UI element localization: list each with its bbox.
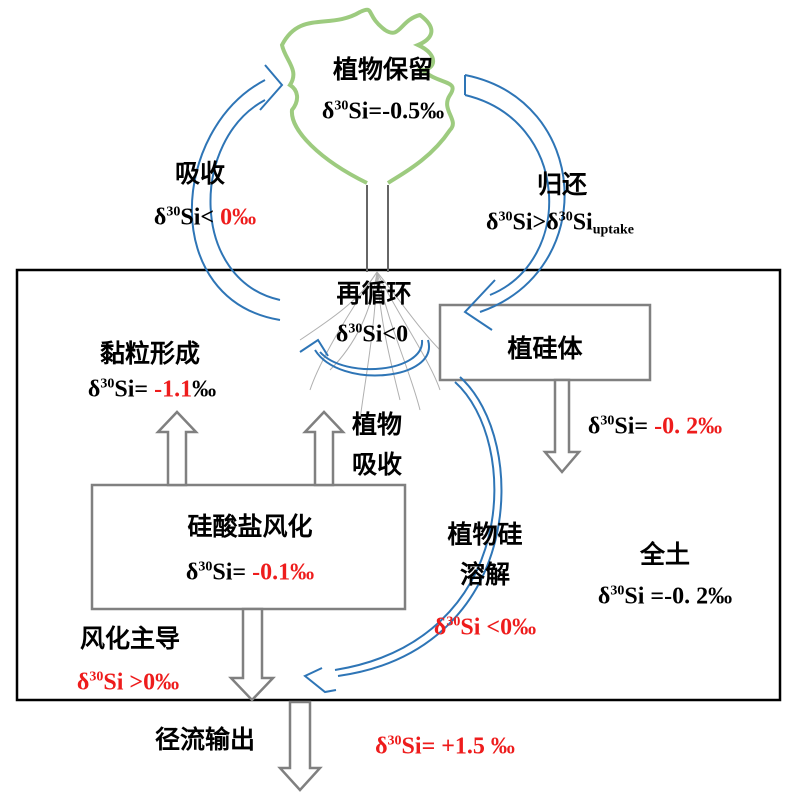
delta-symbol: δ bbox=[335, 321, 349, 348]
clay-value: -1.1 bbox=[154, 376, 193, 403]
whole-soil-formula: δ30Si =-0. 2‰ bbox=[598, 584, 732, 611]
arrow-up-plant-uptake bbox=[302, 410, 346, 487]
arrow-down-weathering bbox=[228, 607, 276, 702]
operator: = bbox=[134, 376, 155, 403]
uptake-arrow bbox=[190, 64, 284, 321]
si-symbol: Si bbox=[212, 559, 233, 586]
si-symbol: Si bbox=[348, 98, 369, 125]
dissolution-arrow bbox=[303, 376, 503, 694]
delta-symbol: δ bbox=[597, 583, 611, 610]
operator: > bbox=[532, 209, 547, 236]
delta-symbol: δ bbox=[546, 209, 559, 236]
recycle-arrow bbox=[299, 338, 430, 377]
phytolith-title: 植硅体 bbox=[507, 334, 583, 363]
plant-retention-title: 植物保留 bbox=[332, 55, 434, 84]
delta-symbol: δ bbox=[87, 376, 101, 403]
isotope-number: 30 bbox=[558, 209, 573, 225]
soil-box bbox=[15, 268, 782, 702]
delta-symbol: δ bbox=[185, 559, 199, 586]
recycle-title: 再循环 bbox=[336, 279, 412, 308]
plant-uptake-label: 植物吸收 bbox=[352, 405, 402, 485]
phytolith-value: -0. 2‰ bbox=[654, 413, 723, 440]
delta-symbol: δ bbox=[321, 98, 335, 125]
uptake-value: 0‰ bbox=[220, 204, 257, 231]
runoff-formula: δ30Si= +1.5 ‰ bbox=[375, 734, 515, 761]
delta-symbol: δ bbox=[587, 413, 601, 440]
whole-soil-title: 全土 bbox=[639, 540, 691, 569]
clay-formation-title: 黏粒形成 bbox=[99, 339, 201, 368]
plant-retention-value: =-0.5‰ bbox=[368, 98, 445, 125]
si-symbol: Si bbox=[103, 669, 124, 696]
weathering-dominant-value: >0‰ bbox=[123, 669, 180, 696]
delta-symbol: δ bbox=[375, 733, 388, 760]
si-symbol: Si bbox=[180, 204, 201, 231]
return-formula: δ30Si>δ30Siuptake bbox=[486, 209, 634, 238]
plant-si-dissolution-formula: δ30Si <0‰ bbox=[434, 615, 536, 642]
silicate-weathering-value: -0.1‰ bbox=[252, 559, 315, 586]
si-symbol: Si bbox=[512, 209, 533, 236]
arrow-up-clay bbox=[155, 410, 199, 487]
isotope-number: 30 bbox=[498, 209, 513, 225]
isotope-number: 30 bbox=[198, 559, 213, 575]
delta-symbol: δ bbox=[433, 614, 447, 641]
runoff-value: = +1.5 ‰ bbox=[421, 733, 515, 760]
clay-formation-formula: δ30Si= -1.1‰ bbox=[88, 377, 216, 404]
silicate-weathering-box bbox=[90, 483, 407, 611]
recycle-formula: δ30Si<0 bbox=[336, 322, 408, 349]
dissolution-line1: 植物硅 bbox=[447, 520, 523, 549]
isotope-number: 30 bbox=[600, 413, 615, 429]
plant-uptake-line2: 吸收 bbox=[351, 450, 403, 479]
delta-symbol: δ bbox=[153, 204, 167, 231]
uptake-title: 吸收 bbox=[174, 159, 226, 188]
delta-symbol: δ bbox=[76, 669, 90, 696]
plant-canopy-outline bbox=[279, 7, 455, 185]
plant-retention-formula: δ30Si=-0.5‰ bbox=[322, 99, 444, 126]
recycle-value: <0 bbox=[382, 321, 409, 348]
plant-si-dissolution-label: 植物硅溶解 bbox=[447, 515, 522, 595]
return-title: 归还 bbox=[536, 170, 588, 199]
operator: = bbox=[232, 559, 253, 586]
plant-uptake-line1: 植物 bbox=[351, 410, 403, 439]
arrow-down-phytolith bbox=[542, 378, 582, 474]
si-symbol: Si bbox=[624, 583, 645, 610]
phytolith-formula: δ30Si= -0. 2‰ bbox=[588, 414, 722, 441]
si-symbol: Si bbox=[401, 733, 422, 760]
isotope-number: 30 bbox=[89, 669, 104, 685]
dissolution-line2: 溶解 bbox=[459, 560, 511, 589]
operator: = bbox=[634, 413, 655, 440]
silicate-weathering-formula: δ30Si= -0.1‰ bbox=[186, 560, 314, 587]
isotope-number: 30 bbox=[387, 733, 402, 749]
isotope-number: 30 bbox=[100, 376, 115, 392]
silicate-weathering-title: 硅酸盐风化 bbox=[187, 512, 313, 541]
si-symbol: Si bbox=[614, 413, 635, 440]
uptake-formula: δ30Si< 0‰ bbox=[154, 205, 256, 232]
isotope-number: 30 bbox=[446, 614, 461, 630]
si-symbol: Si bbox=[460, 614, 481, 641]
whole-soil-value: =-0. 2‰ bbox=[644, 583, 733, 610]
runoff-title: 径流输出 bbox=[154, 725, 256, 754]
si-symbol: Si bbox=[362, 321, 383, 348]
isotope-number: 30 bbox=[348, 321, 363, 337]
isotope-number: 30 bbox=[334, 98, 349, 114]
permil-unit: ‰ bbox=[192, 376, 217, 403]
si-symbol: Si bbox=[572, 209, 593, 236]
weathering-dominant-title: 风化主导 bbox=[79, 624, 181, 653]
si-symbol: Si bbox=[114, 376, 135, 403]
isotope-number: 30 bbox=[610, 583, 625, 599]
delta-symbol: δ bbox=[486, 209, 499, 236]
isotope-number: 30 bbox=[166, 204, 181, 220]
uptake-subscript: uptake bbox=[592, 222, 634, 238]
dissolution-value: <0‰ bbox=[480, 614, 537, 641]
arrow-down-runoff bbox=[277, 700, 323, 792]
return-arrow bbox=[463, 74, 566, 331]
operator: < bbox=[200, 204, 221, 231]
weathering-dominant-formula: δ30Si >0‰ bbox=[77, 670, 179, 697]
